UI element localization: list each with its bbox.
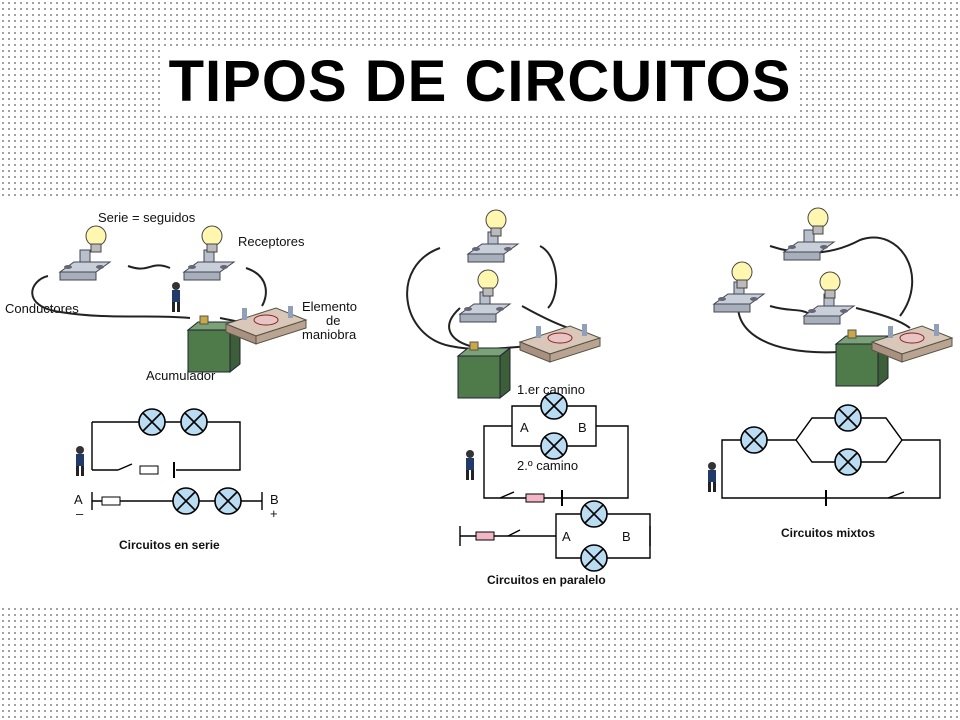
series-schematic-loop — [91, 421, 241, 471]
parallel-schematic2-lamp-1 — [580, 500, 608, 528]
mixed-switch-symbol — [887, 491, 905, 499]
parallel-lamp-1 — [540, 392, 568, 420]
parallel-loop — [483, 425, 629, 499]
series-bulb-1 — [85, 225, 107, 253]
parallel-schematic2-lamp-2 — [580, 544, 608, 572]
elemento-label-2: de — [326, 313, 340, 328]
series-lampholder-2 — [183, 249, 235, 281]
parallel-wire-3 — [448, 307, 471, 347]
mixed-lamp-2 — [834, 404, 862, 432]
mixed-lamp-1 — [740, 426, 768, 454]
serie-caption: Circuitos en serie — [119, 538, 220, 552]
circuits-diagram: Serie = seguidos Receptores Conductores … — [5, 207, 953, 587]
parallel-wire-2 — [539, 245, 558, 309]
series-wire-2 — [127, 264, 171, 270]
node-b-label-2: B — [622, 529, 631, 544]
series-schematic2-lamp-1 — [172, 487, 200, 515]
node-b-label: B — [578, 420, 587, 435]
mixed-wire-4 — [855, 307, 911, 329]
series-lamp-2 — [180, 408, 208, 436]
mixed-battery — [835, 329, 889, 387]
series-circuit: Serie = seguidos Receptores Conductores … — [5, 210, 357, 552]
parallel-battery — [457, 341, 511, 399]
parallel-person — [466, 450, 474, 480]
mixed-bulb-3 — [819, 271, 841, 299]
receptores-label: Receptores — [238, 234, 305, 249]
series-schematic2-lamp-2 — [214, 487, 242, 515]
mixto-caption: Circuitos mixtos — [781, 526, 875, 540]
parallel-circuit: 1.er camino 2.º camino A B A B Circuitos… — [406, 209, 651, 587]
terminal-a-minus: – — [76, 506, 84, 521]
series-wire-3 — [245, 267, 267, 307]
node-a-label: A — [520, 420, 529, 435]
paralelo-caption: Circuitos en paralelo — [487, 573, 606, 587]
terminal-b-plus: + — [270, 506, 278, 521]
parallel-lamp-2 — [540, 432, 568, 460]
parallel-switch-symbol — [499, 491, 515, 499]
page-title-text: TIPOS DE CIRCUITOS — [162, 49, 798, 114]
terminal-b: B — [270, 492, 279, 507]
circuits-panel: Serie = seguidos Receptores Conductores … — [0, 196, 958, 606]
parallel-wire-4 — [521, 305, 576, 331]
series-heading: Serie = seguidos — [98, 210, 196, 225]
series-lampholder-1 — [59, 249, 111, 281]
mixed-lampholder-1 — [783, 229, 835, 261]
parallel-switch — [519, 323, 601, 363]
series-wire-1 — [31, 275, 191, 319]
parallel-branches — [511, 405, 597, 447]
series-person — [172, 282, 180, 312]
parallel-resistor — [525, 493, 545, 503]
mixed-circuit: Circuitos mixtos — [708, 207, 953, 540]
series-lamp-1 — [138, 408, 166, 436]
series-resistor — [139, 465, 159, 475]
parallel-wire-1 — [406, 247, 531, 351]
camino2-label: 2.º camino — [517, 458, 578, 473]
series-bulb-2 — [201, 225, 223, 253]
page-title: TIPOS DE CIRCUITOS — [0, 48, 960, 115]
node-a-label-2: A — [562, 529, 571, 544]
mixed-wire-3 — [769, 305, 811, 315]
camino1-label: 1.er camino — [517, 382, 585, 397]
elemento-label-3: maniobra — [302, 327, 357, 342]
series-schematic2-resistor — [101, 496, 121, 506]
mixed-lamp-3 — [834, 448, 862, 476]
elemento-label-1: Elemento — [302, 299, 357, 314]
parallel-schematic2-resistor — [475, 531, 495, 541]
series-schematic-person — [76, 446, 84, 476]
series-switch-symbol — [117, 463, 133, 471]
terminal-a: A — [74, 492, 83, 507]
mixed-person — [708, 462, 716, 492]
